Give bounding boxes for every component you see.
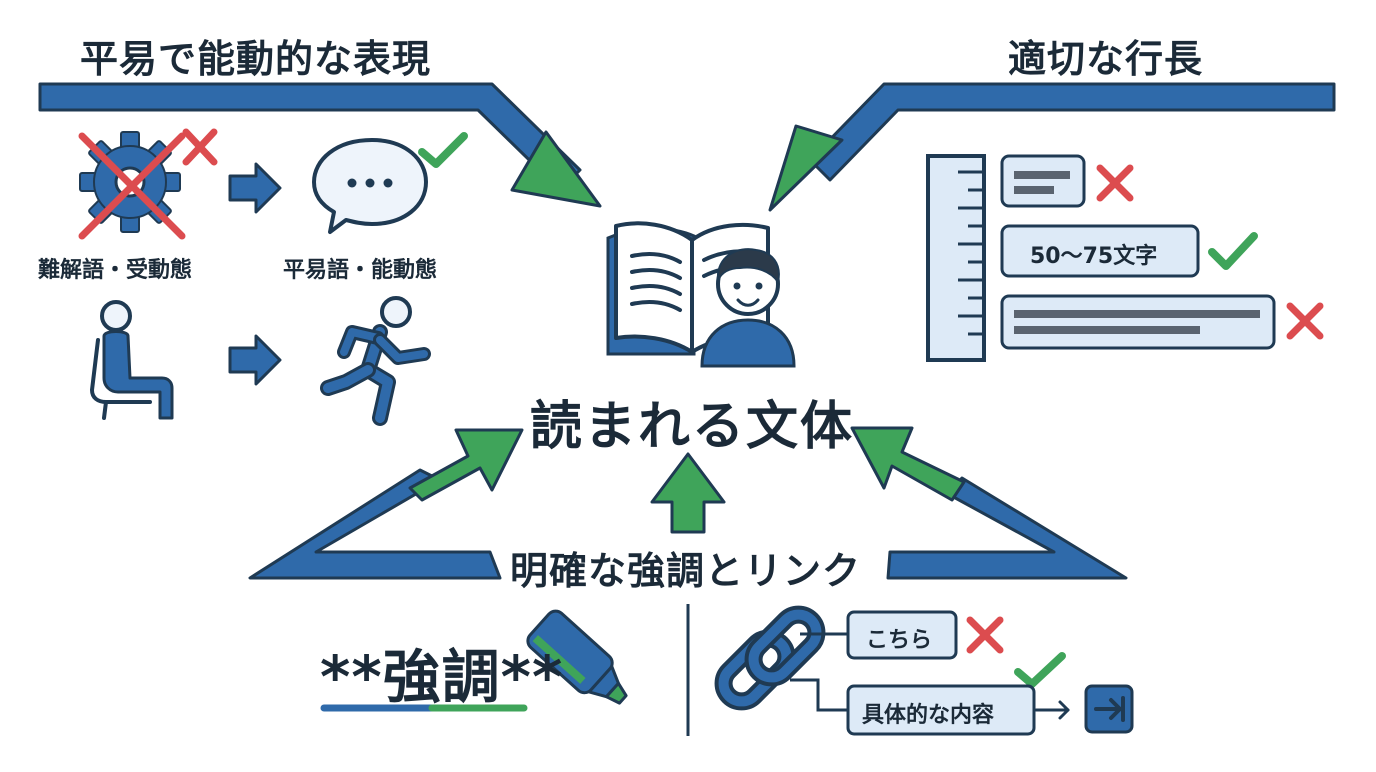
right-arrow-icon [228, 334, 282, 386]
section-title-emphasis-links: 明確な強調とリンク [510, 549, 862, 593]
short-line-box [1000, 154, 1086, 208]
bad-example-caption: 難解語・受動態 [38, 258, 193, 283]
center-title: 読まれる文体 [530, 397, 855, 457]
arrow-top-left [38, 82, 602, 208]
good-example-caption: 平易語・能動態 [283, 258, 438, 283]
good-link-box [846, 684, 1036, 736]
check-mark-icon [1208, 232, 1258, 270]
good-line-box [1000, 224, 1200, 278]
arrow-bottom-right [850, 426, 1128, 580]
arrow-top-right [768, 82, 1336, 212]
arrow-bottom-center [650, 452, 726, 534]
external-link-arrow-icon [1084, 684, 1134, 734]
sitting-person-icon [89, 300, 174, 420]
section-title-plain-active: 平易で能動的な表現 [80, 37, 432, 81]
check-mark-icon [1014, 652, 1066, 688]
check-mark-icon [418, 132, 468, 168]
gear-cross-icon [78, 132, 186, 240]
running-person-icon [320, 296, 431, 426]
cross-mark-icon [1286, 302, 1324, 340]
chain-link-icon [714, 605, 826, 711]
cross-mark-icon [1096, 164, 1134, 202]
good-link-label: 具体的な内容 [862, 703, 995, 728]
highlighter-icon [526, 609, 628, 705]
ruler-icon [926, 154, 986, 362]
long-line-box [1000, 294, 1276, 350]
reader-avatar-icon [700, 248, 796, 368]
good-line-length-label: 50〜75文字 [1030, 244, 1158, 269]
emphasis-example-text: **強調** [320, 643, 564, 711]
arrow-bottom-left [248, 428, 524, 580]
bad-link-box [846, 610, 958, 660]
cross-mark-icon [966, 616, 1004, 654]
right-arrow-icon [228, 162, 282, 214]
speech-bubble-icon [312, 138, 428, 234]
link-arrow-icon [1034, 700, 1070, 720]
section-title-line-length: 適切な行長 [1008, 37, 1204, 81]
bad-link-label: こちら [866, 628, 933, 653]
connector-lines [790, 632, 848, 712]
cross-mark-icon [182, 128, 218, 166]
